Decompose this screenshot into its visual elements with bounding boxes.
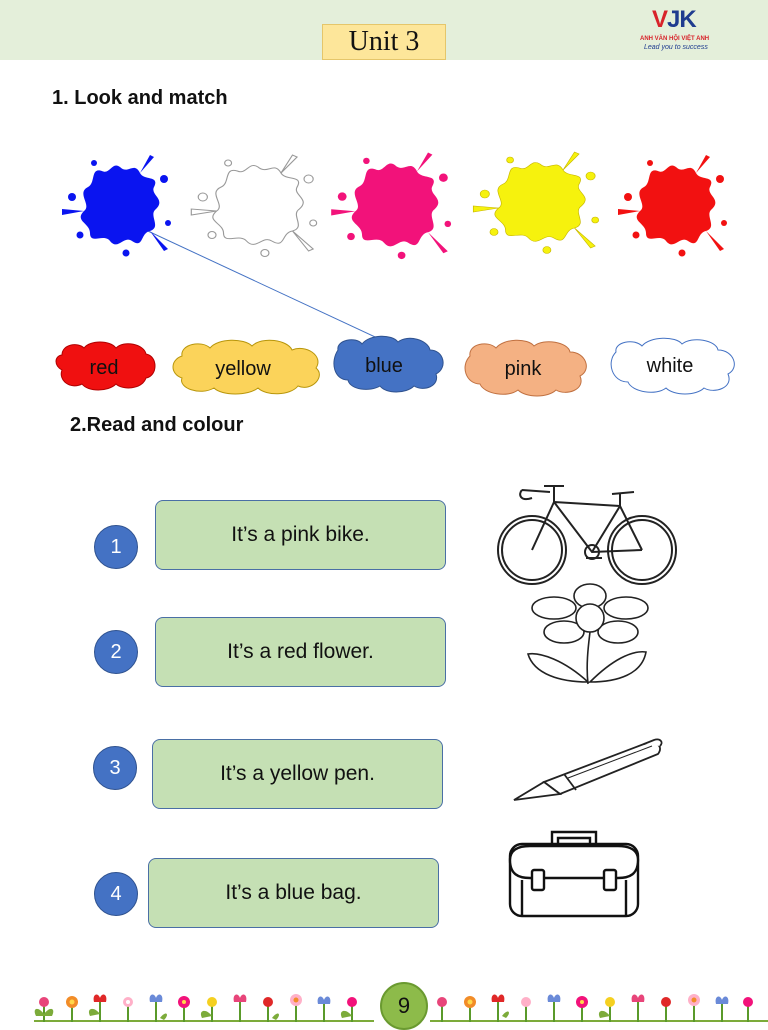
unit-title: Unit 3 xyxy=(322,24,446,60)
logo-brand: VJK xyxy=(652,6,697,33)
sentence-box-4: It’s a blue bag. xyxy=(148,858,439,928)
white-paint-splat-icon[interactable] xyxy=(190,154,318,258)
cloud-red[interactable]: red xyxy=(55,341,156,391)
cloud-pink[interactable]: pink xyxy=(464,339,587,397)
cloud-label-pink: pink xyxy=(505,358,543,380)
blue-paint-splat-icon[interactable] xyxy=(62,155,171,257)
red-paint-splat-icon[interactable] xyxy=(618,155,727,257)
sentence-box-2: It’s a red flower. xyxy=(155,617,446,687)
pen-icon[interactable] xyxy=(504,736,666,806)
yellow-paint-splat-icon[interactable] xyxy=(472,151,600,255)
flower-border xyxy=(34,994,768,1022)
number-badge-1: 1 xyxy=(94,525,138,569)
pink-paint-splat-icon[interactable] xyxy=(331,152,452,260)
number-badge-4: 4 xyxy=(94,872,138,916)
sentence-box-3: It’s a yellow pen. xyxy=(152,739,443,809)
section1-title: 1. Look and match xyxy=(52,87,228,109)
cloud-blue[interactable]: blue xyxy=(333,335,444,393)
cloud-label-white: white xyxy=(646,355,694,377)
number-badge-3: 3 xyxy=(93,746,137,790)
logo: VJK ANH VĂN HỘI VIỆT ANH Lead you to suc… xyxy=(638,6,730,54)
match-line[interactable] xyxy=(134,224,389,344)
bag-icon[interactable] xyxy=(500,830,648,922)
cloud-white[interactable]: white xyxy=(610,337,735,395)
decorative-flowers xyxy=(34,994,753,1022)
look-and-match-area: red yellow blue pink white xyxy=(55,151,735,397)
flower-icon[interactable] xyxy=(520,582,656,692)
number-badge-2: 2 xyxy=(94,630,138,674)
bike-icon[interactable] xyxy=(492,472,688,588)
cloud-label-blue: blue xyxy=(365,355,403,377)
sentence-box-1: It’s a pink bike. xyxy=(155,500,446,570)
cloud-label-yellow: yellow xyxy=(215,358,271,380)
logo-subtitle: ANH VĂN HỘI VIỆT ANH xyxy=(640,36,710,42)
cloud-label-red: red xyxy=(90,357,119,379)
section2-title: 2.Read and colour xyxy=(70,414,244,436)
logo-tagline: Lead you to success xyxy=(644,44,708,51)
cloud-yellow[interactable]: yellow xyxy=(172,339,320,395)
page-number: 9 xyxy=(380,982,428,1030)
